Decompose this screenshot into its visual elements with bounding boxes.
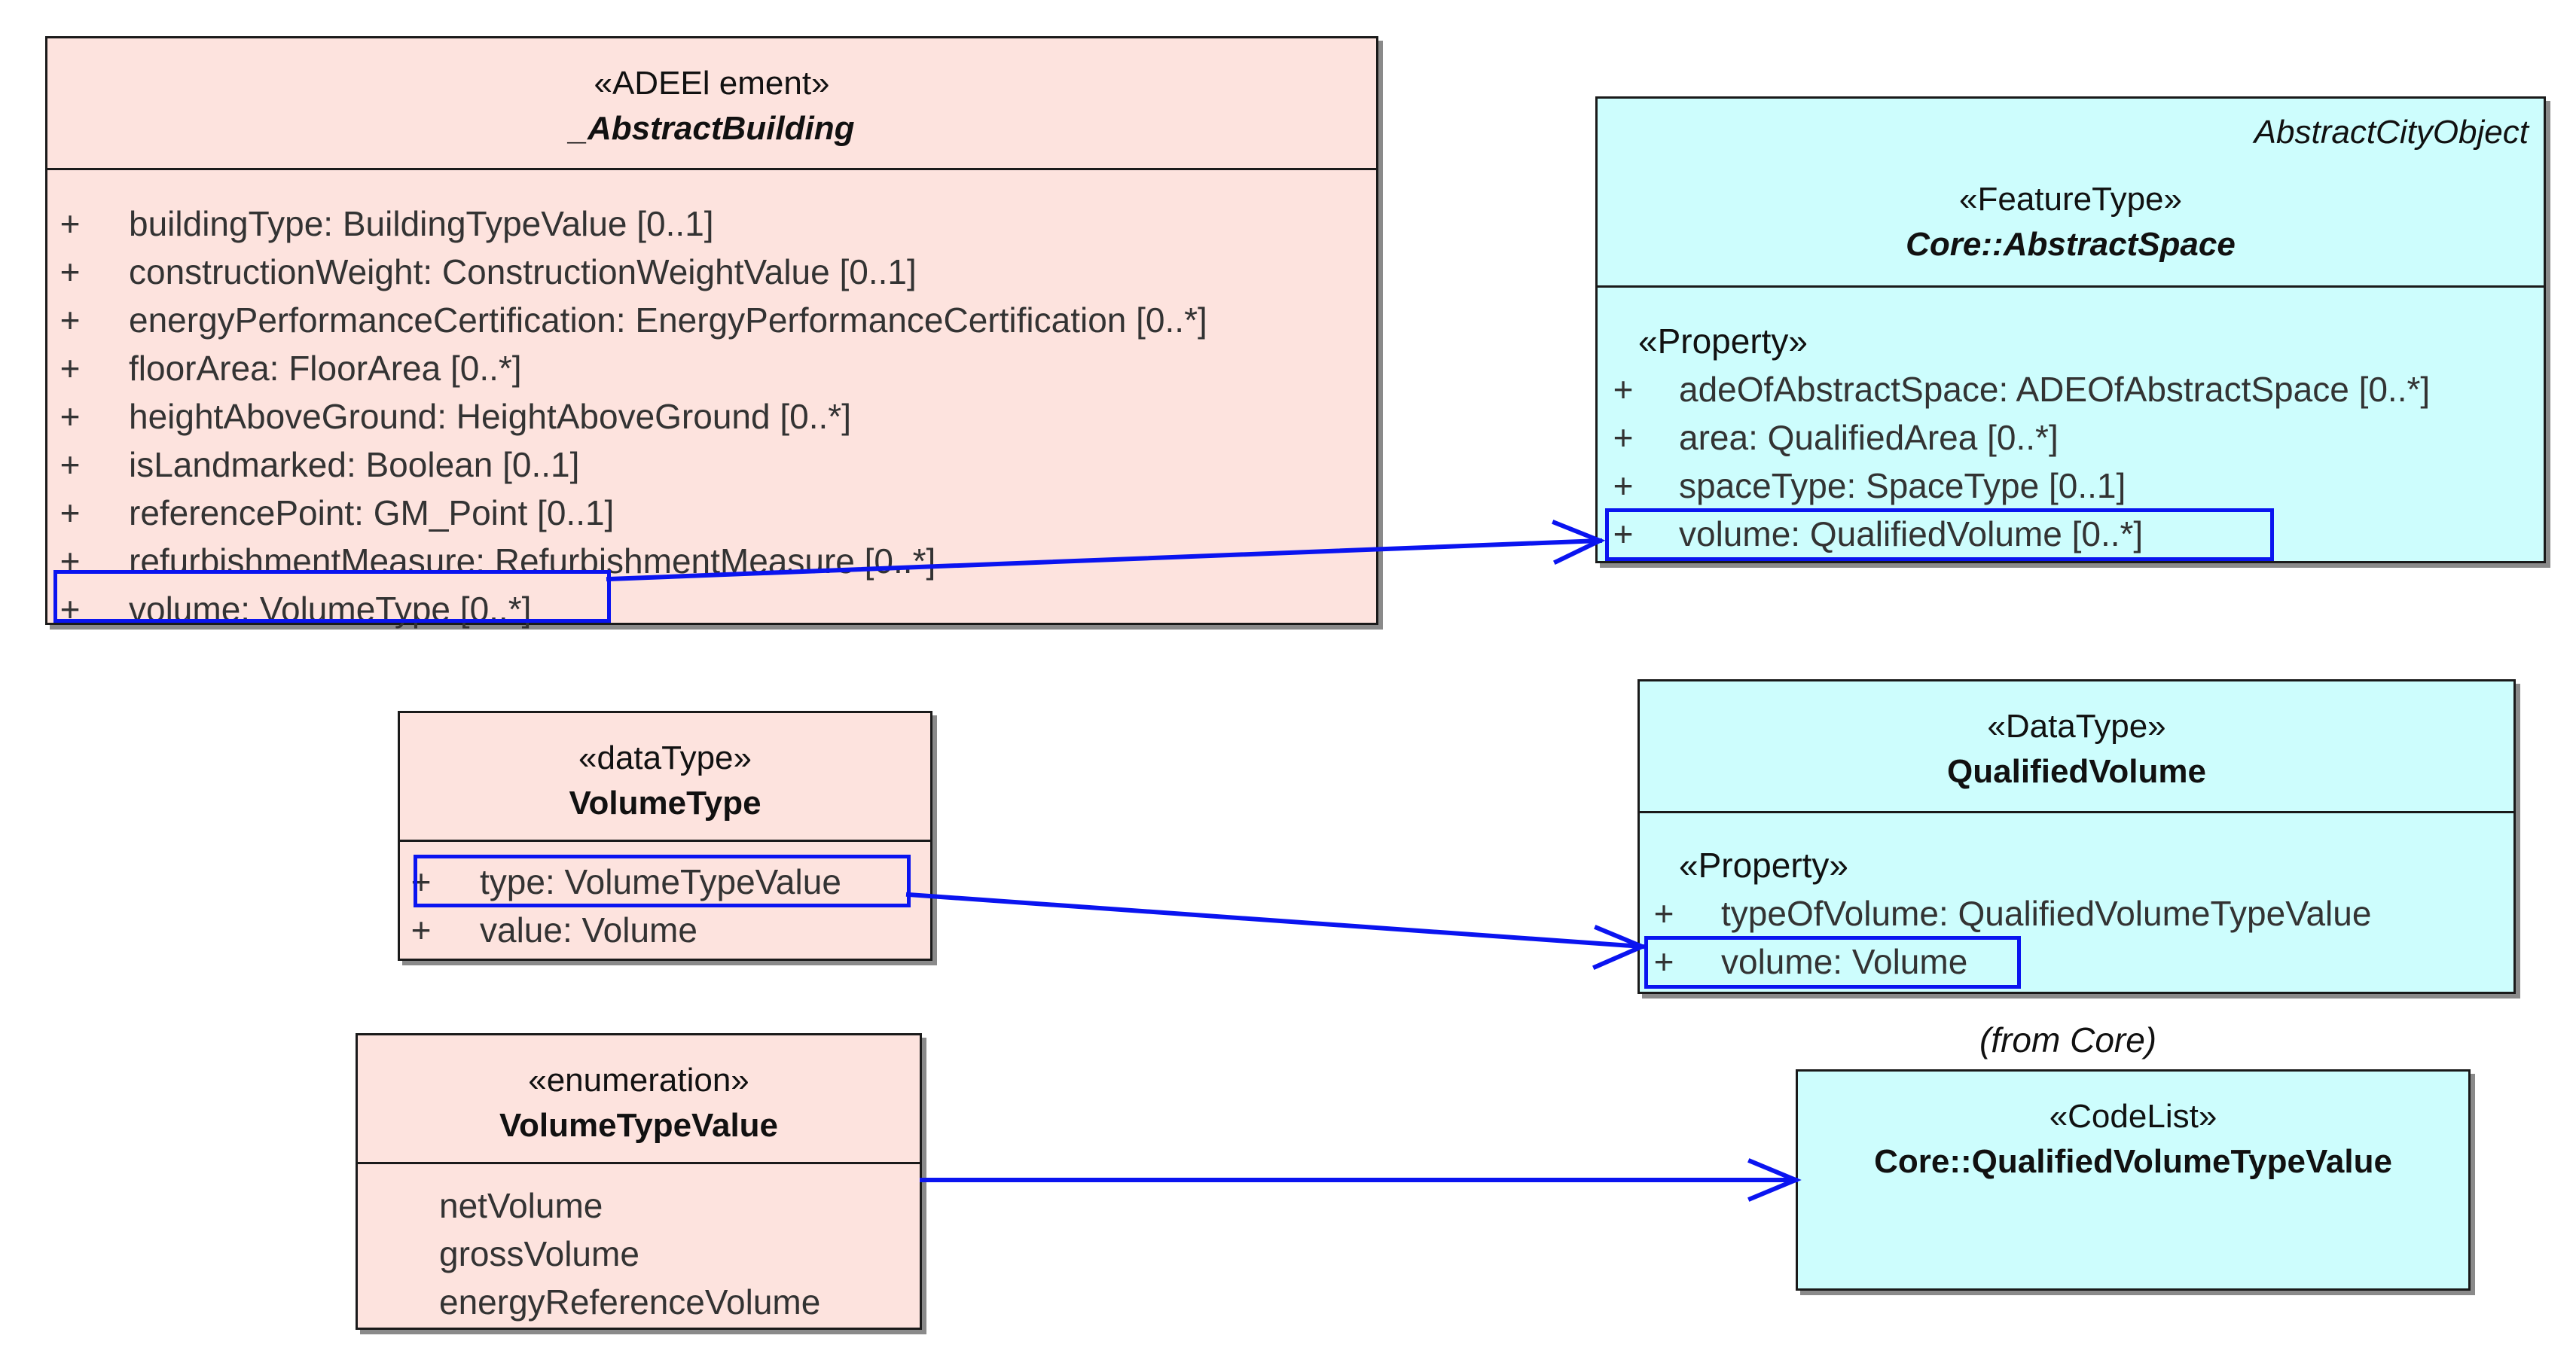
class-header: «enumeration» VolumeTypeValue bbox=[358, 1035, 920, 1148]
attribute-row-volume: +volume: QualifiedVolume [0..*] bbox=[1613, 514, 2144, 553]
compartment-divider bbox=[358, 1162, 920, 1164]
stereotype-label: «enumeration» bbox=[528, 1062, 749, 1099]
stereotype-label: «CodeList» bbox=[2049, 1098, 2217, 1135]
compartment-divider bbox=[47, 168, 1376, 170]
class-header: «DataType» QualifiedVolume bbox=[1640, 681, 2513, 794]
compartment-divider bbox=[1598, 285, 2544, 288]
attribute-row: +adeOfAbstractSpace: ADEOfAbstractSpace … bbox=[1613, 370, 2431, 409]
attribute-row: +value: Volume bbox=[411, 910, 697, 950]
stereotype-label: «dataType» bbox=[578, 739, 752, 776]
property-stereotype-label: «Property» bbox=[1679, 846, 1849, 885]
class-qualified-volume[interactable]: «DataType» QualifiedVolume «Property» +t… bbox=[1637, 679, 2516, 994]
attribute-row: +isLandmarked: Boolean [0..1] bbox=[60, 445, 580, 484]
class-name: Core::QualifiedVolumeTypeValue bbox=[1874, 1143, 2392, 1180]
enum-literal: grossVolume bbox=[439, 1234, 639, 1273]
attribute-list: +adeOfAbstractSpace: ADEOfAbstractSpace … bbox=[1598, 365, 2544, 558]
attribute-row-volume: +volume: Volume bbox=[1653, 942, 1968, 981]
class-header: «dataType» VolumeType bbox=[400, 713, 930, 826]
highlight-box bbox=[53, 570, 611, 623]
highlight-box bbox=[1605, 508, 2274, 561]
literal-list: netVolume grossVolume energyReferenceVol… bbox=[358, 1181, 920, 1326]
class-volume-type[interactable]: «dataType» VolumeType +type: VolumeTypeV… bbox=[398, 711, 932, 961]
attribute-list: +typeOfVolume: QualifiedVolumeTypeValue … bbox=[1640, 889, 2513, 986]
from-core-note: (from Core) bbox=[1979, 1020, 2157, 1059]
class-abstract-building[interactable]: «ADEEl ement» _AbstractBuilding +buildin… bbox=[45, 36, 1378, 629]
enum-literal: netVolume bbox=[439, 1186, 603, 1225]
attribute-row: +constructionWeight: ConstructionWeightV… bbox=[60, 252, 917, 291]
class-header: «CodeList» Core::QualifiedVolumeTypeValu… bbox=[1798, 1072, 2468, 1184]
parent-class-label: AbstractCityObject bbox=[2254, 114, 2529, 151]
attribute-row: +area: QualifiedArea [0..*] bbox=[1613, 418, 2059, 457]
mapping-arrow-type bbox=[905, 892, 1648, 970]
class-name: QualifiedVolume bbox=[1947, 753, 2206, 790]
highlight-box bbox=[1644, 936, 2021, 989]
stereotype-label: «ADEEl ement» bbox=[594, 65, 830, 102]
mapping-arrow-volume bbox=[606, 520, 1606, 582]
attribute-row: +referencePoint: GM_Point [0..1] bbox=[60, 493, 615, 532]
attribute-row: +heightAboveGround: HeightAboveGround [0… bbox=[60, 397, 851, 436]
highlight-box bbox=[414, 855, 911, 907]
attribute-row: +buildingType: BuildingTypeValue [0..1] bbox=[60, 204, 714, 243]
class-name: VolumeTypeValue bbox=[499, 1107, 779, 1144]
class-name: VolumeType bbox=[569, 785, 762, 822]
attribute-list: +buildingType: BuildingTypeValue [0..1] … bbox=[47, 200, 1376, 633]
class-header: «FeatureType» Core::AbstractSpace bbox=[1598, 99, 2544, 267]
stereotype-label: «DataType» bbox=[1987, 708, 2166, 745]
class-header: «ADEEl ement» _AbstractBuilding bbox=[47, 38, 1376, 151]
attribute-row: +spaceType: SpaceType [0..1] bbox=[1613, 466, 2126, 505]
attribute-row: +energyPerformanceCertification: EnergyP… bbox=[60, 300, 1207, 340]
property-stereotype-label: «Property» bbox=[1638, 322, 1808, 361]
attribute-row: +refurbishmentMeasure: RefurbishmentMeas… bbox=[60, 541, 936, 581]
compartment-divider bbox=[1640, 811, 2513, 813]
attribute-row: +typeOfVolume: QualifiedVolumeTypeValue bbox=[1653, 894, 2372, 933]
class-volume-type-value[interactable]: «enumeration» VolumeTypeValue netVolume … bbox=[356, 1033, 922, 1330]
class-core-qualified-volume-type-value[interactable]: «CodeList» Core::QualifiedVolumeTypeValu… bbox=[1796, 1069, 2471, 1291]
stereotype-label: «FeatureType» bbox=[1959, 181, 2182, 218]
attribute-row: +floorArea: FloorArea [0..*] bbox=[60, 349, 522, 388]
enum-literal: energyReferenceVolume bbox=[439, 1282, 821, 1322]
class-name: Core::AbstractSpace bbox=[1906, 226, 2236, 263]
class-core-abstract-space[interactable]: AbstractCityObject «FeatureType» Core::A… bbox=[1595, 96, 2546, 563]
class-name: _AbstractBuilding bbox=[569, 110, 855, 147]
compartment-divider bbox=[400, 840, 930, 842]
mapping-arrow-enumeration bbox=[920, 1158, 1802, 1202]
